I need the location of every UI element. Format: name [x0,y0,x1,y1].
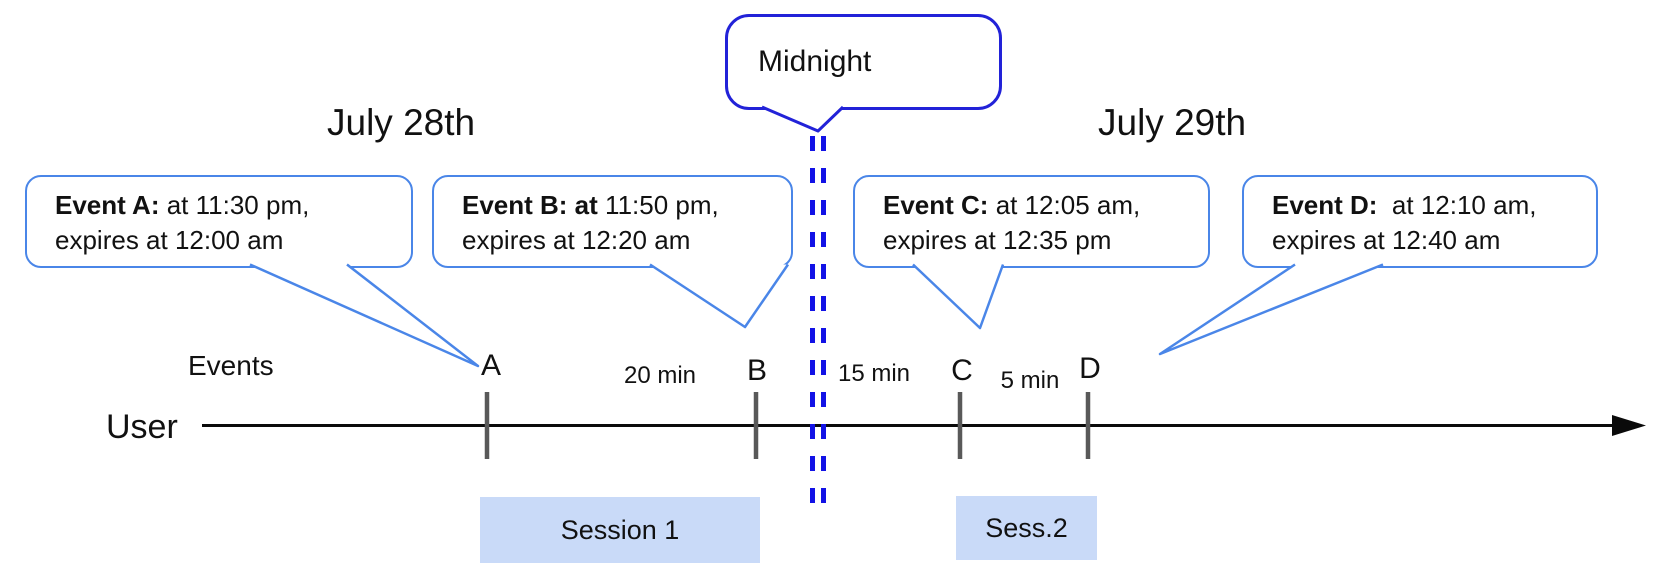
session-1-box: Session 1 [480,497,760,563]
event-b-expiry: expires at 12:20 am [462,225,691,255]
event-b-name: Event B: at [462,190,598,220]
event-a-name: Event A: [55,190,160,220]
midnight-callout: Midnight [725,14,1002,110]
session-1-label: Session 1 [560,514,680,545]
event-d-expiry: expires at 12:40 am [1272,225,1501,255]
event-c-expiry: expires at 12:35 pm [883,225,1112,255]
event-c-callout-tail [912,263,1005,330]
interval-b-c-label: 15 min [837,360,911,387]
event-a-tick-label: A [480,349,502,382]
user-axis-label: User [106,408,178,446]
event-a-callout-tail [249,263,480,368]
event-c-start-time: at 12:05 am, [988,190,1141,220]
event-d-start-time: at 12:10 am, [1377,190,1537,220]
midnight-callout-tail [761,105,845,133]
session-2-label: Sess.2 [985,512,1068,543]
event-c-name: Event C: [883,190,989,220]
event-d-name: Event D: [1272,190,1378,220]
event-d-callout-tail [1158,263,1384,356]
event-a-callout: Event A: at 11:30 pm, expires at 12:00 a… [25,175,413,268]
interval-a-b-label: 20 min [623,362,697,389]
events-axis-label: Events [188,350,274,381]
event-d-tick-label: D [1079,352,1101,385]
event-b-start-time: 11:50 pm, [597,190,719,220]
midnight-label: Midnight [758,45,872,78]
event-b-line1: Event B: at 11:50 pm, [462,188,791,223]
event-b-tick-label: B [746,354,768,387]
event-c-tick-label: C [951,354,973,387]
interval-c-d-label: 5 min [1000,367,1060,394]
event-c-line1: Event C: at 12:05 am, [883,188,1208,223]
event-c-callout: Event C: at 12:05 am, expires at 12:35 p… [853,175,1210,268]
day-title-july-29: July 29th [1098,102,1247,143]
event-b-callout-tail [649,263,790,329]
event-d-line1: Event D: at 12:10 am, [1272,188,1596,223]
event-a-start-time: at 11:30 pm, [159,190,310,220]
event-b-callout: Event B: at 11:50 pm, expires at 12:20 a… [432,175,793,268]
session-2-box: Sess.2 [956,496,1097,560]
event-d-callout: Event D: at 12:10 am, expires at 12:40 a… [1242,175,1598,268]
event-a-line1: Event A: at 11:30 pm, [55,188,411,223]
day-title-july-28: July 28th [327,102,476,143]
timeline-arrowhead-icon [1612,415,1646,436]
event-a-expiry: expires at 12:00 am [55,225,284,255]
